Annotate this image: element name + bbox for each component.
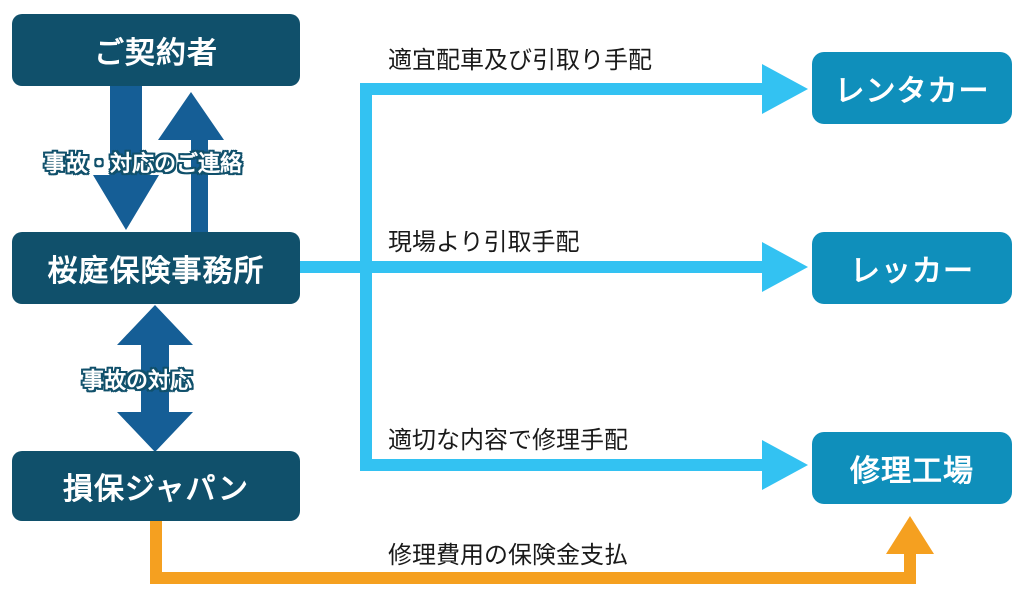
route-payment (150, 512, 916, 584)
up-arrow-agency-to-contractor (158, 92, 224, 232)
payment-flow-label: 修理費用の保険金支払 (388, 541, 628, 569)
route-trunk-rental (360, 83, 768, 471)
tow-truck-box: レッカー (812, 232, 1012, 304)
insurer-box: 損保ジャパン (12, 451, 300, 521)
arrowhead-rental (762, 64, 808, 114)
cyan-routes (300, 83, 768, 471)
arrowhead-tow (762, 242, 808, 292)
agency-box: 桜庭保険事務所 (12, 232, 300, 304)
tow-flow-label: 現場より引取手配 (388, 228, 580, 256)
arrowhead-payment (886, 516, 934, 554)
rental-flow-label: 適宜配車及び引取り手配 (388, 46, 652, 74)
double-arrow-agency-insurer (117, 305, 193, 452)
arrowhead-repair (762, 440, 808, 490)
contractor-box: ご契約者 (12, 14, 300, 86)
down-arrow-contractor-to-agency (93, 86, 159, 230)
accident-contact-label: 事故・対応のご連絡 (44, 152, 243, 177)
repair-shop-box: 修理工場 (812, 432, 1012, 504)
repair-flow-label: 適切な内容で修理手配 (388, 426, 628, 454)
accident-handling-label: 事故の対応 (82, 369, 193, 394)
rental-car-box: レンタカー (812, 52, 1012, 124)
cyan-arrowheads (762, 64, 808, 490)
